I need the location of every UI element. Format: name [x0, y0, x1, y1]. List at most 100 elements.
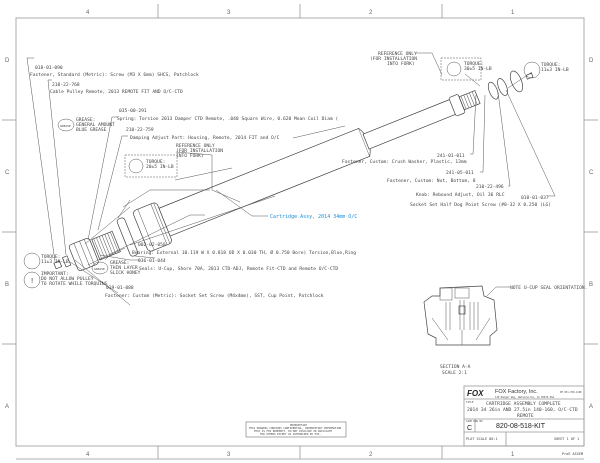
title-block: FOX FOX Factory, Inc. 130 Hangar Way, Wa… — [463, 385, 585, 456]
svg-text:IMPORTANT:: IMPORTANT: — [41, 271, 69, 277]
svg-text:130 Hangar Way, Watsonville, C: 130 Hangar Way, Watsonville, CA 95076 US… — [495, 396, 555, 399]
callout-018-01-037: 018-01-037 Socket Set Half Dog Point Scr… — [410, 195, 551, 208]
svg-text:2014 34 26in AND 27.5in 140-16: 2014 34 26in AND 27.5in 140-160, O/C-CTD — [467, 407, 578, 413]
part-description: Seals: U-Cup, Shore 70A, 2013 CTD-ADJ, R… — [139, 266, 338, 272]
part-description: Fastener: Custom (Metric): Socket Set Sc… — [105, 293, 324, 299]
crush-washer-part — [487, 81, 499, 100]
callout-210-22-768: 210-22-768 Cable Pulley Remote, 2013 REM… — [50, 82, 183, 95]
svg-text:TORQUE:: TORQUE: — [146, 159, 165, 165]
drawing-frame: 4 3 2 1 4 3 2 1 D C B A D C B A — [2, 4, 598, 460]
svg-text:TO ROTATE WHILE TORQUING: TO ROTATE WHILE TORQUING — [41, 281, 108, 287]
row-label: B — [5, 282, 9, 288]
part-description: Fastener, Custom: Crush Washer, Plastic,… — [342, 159, 467, 165]
part-number: 210-22-496 — [476, 184, 504, 190]
torque-note-left: TORQUE: 11±3 IN-LB — [23, 252, 69, 270]
svg-text:TORQUE:: TORQUE: — [541, 62, 560, 68]
column-label: 4 — [86, 10, 90, 16]
row-label: D — [5, 58, 10, 64]
svg-text:SHEET 1 OF 1: SHEET 1 OF 1 — [554, 437, 579, 441]
row-label: A — [5, 404, 9, 410]
column-label: 2 — [369, 10, 373, 16]
callout-018-01-090: 018-01-090 Fastener, Standard (Metric): … — [30, 65, 199, 78]
svg-text:PH 831-768-1100: PH 831-768-1100 — [560, 391, 582, 394]
torque-wrench-icon — [128, 158, 144, 174]
drawing-title: CARTRIDGE ASSEMBLY COMPLETE — [486, 401, 561, 407]
svg-text:INTO FORK): INTO FORK) — [176, 153, 204, 159]
svg-text:PROPRIETARY: PROPRIETARY — [290, 423, 308, 427]
row-label: B — [589, 282, 593, 288]
svg-text:20±5 IN-LB: 20±5 IN-LB — [146, 164, 174, 170]
set-screw-part — [61, 255, 72, 268]
svg-text:GREASE: GREASE — [94, 267, 105, 271]
part-number: 036-01-044 — [138, 258, 166, 264]
svg-text:ProE ASSEM: ProE ASSEM — [562, 452, 583, 456]
grease-icon — [91, 261, 109, 275]
callout-036-01-044: 036-01-044 Seals: U-Cup, Shore 70A, 2013… — [138, 258, 338, 272]
part-description: Fastener, Standard (Metric): Screw (M3 X… — [30, 72, 199, 78]
svg-text:GREASE: GREASE — [60, 124, 71, 128]
svg-text:GREASE:: GREASE: — [76, 117, 95, 123]
bearing-part — [116, 217, 139, 257]
grease-note-thin: GREASE GREASE: THIN LAYER SLICK HONEY — [91, 260, 141, 276]
svg-text:THIN LAYER: THIN LAYER — [110, 265, 138, 271]
part-description: Bearing: External 10.119 W X 0.818 OD X … — [132, 249, 356, 256]
ucup-note: NOTE U-CUP SEAL ORIENTATION. — [510, 285, 587, 291]
svg-text:(FOR INSTALLATION: (FOR INSTALLATION — [370, 56, 417, 62]
callout-210-22-496: 210-22-496 Knob: Rebound Adjust, Oil 36 … — [416, 184, 505, 198]
torque-note-right: TORQUE: 11±3 IN-LB — [523, 61, 569, 79]
part-number: 241-05-011 — [446, 170, 474, 176]
part-description: Socket Set Half Dog Point Screw (#8-32 X… — [410, 202, 551, 208]
company-name: FOX Factory, Inc. — [495, 389, 538, 395]
torque-wrench-icon — [446, 61, 462, 77]
callout-241-05-011: 241-05-011 Fastener, Custom: Nut, Bottom… — [387, 170, 476, 184]
part-number: 019-01-088 — [106, 285, 134, 291]
svg-text:(FOR INSTALLATION: (FOR INSTALLATION — [176, 148, 223, 154]
svg-text:FOR OTHERS EXCEPT AS AUTHORIZE: FOR OTHERS EXCEPT AS AUTHORIZED BY FOX. — [260, 432, 321, 436]
section-view-a-a: NOTE U-CUP SEAL ORIENTATION. SECTION A-A… — [423, 285, 587, 376]
svg-text:TORQUE:: TORQUE: — [464, 61, 483, 67]
svg-text:GREASE:: GREASE: — [110, 260, 129, 266]
svg-text:TITLE: TITLE — [466, 400, 474, 404]
part-number: 002-02-050 — [138, 242, 166, 248]
svg-text:REFERENCE ONLY: REFERENCE ONLY — [378, 51, 417, 57]
callout-241-01-011: 241-01-011 Fastener, Custom: Crush Washe… — [342, 153, 467, 165]
part-number: 018-01-090 — [35, 65, 63, 71]
grease-note-general: GREASE GREASE: GENERAL AMOUNT BLUE GREAS… — [57, 117, 115, 133]
svg-text:INTO FORK): INTO FORK) — [387, 61, 415, 67]
column-label: 3 — [227, 452, 231, 458]
row-label: D — [589, 58, 594, 64]
important-note: ! IMPORTANT: DO NOT ALLOW PULLEY TO ROTA… — [23, 271, 108, 289]
svg-text:REMOTE: REMOTE — [517, 413, 534, 419]
warning-icon — [23, 271, 41, 289]
svg-text:!: ! — [30, 277, 34, 285]
column-label: 2 — [369, 452, 373, 458]
svg-text:THAT IS FOX PROPERTY. DO NOT: THAT IS FOX PROPERTY. DO NOT DISCLOSE OR… — [254, 429, 333, 433]
part-description: Damping Adjust Part: Housing, Remote, 20… — [130, 135, 280, 141]
torque-wrench-icon — [23, 252, 41, 270]
svg-text:REFERENCE ONLY: REFERENCE ONLY — [176, 143, 215, 149]
column-label: 1 — [511, 452, 515, 458]
proprietary-notice: PROPRIETARY THIS DRAWING CONTAINS CONFID… — [245, 421, 347, 438]
callout-035-00-291: 035-00-291 Spring: Torsion 2013 Damper C… — [117, 108, 338, 122]
callout-019-01-088: 019-01-088 Fastener: Custom (Metric): So… — [105, 285, 324, 299]
part-description: Knob: Rebound Adjust, Oil 36 RLC — [416, 192, 505, 198]
leader-lines — [26, 52, 556, 306]
part-number: 035-00-291 — [119, 108, 147, 114]
column-label: 1 — [511, 10, 515, 16]
row-label: C — [589, 170, 594, 176]
reference-note-top: REFERENCE ONLY (FOR INSTALLATION INTO FO… — [370, 51, 492, 81]
callout-210-22-759: 210-22-759 Damping Adjust Part: Housing,… — [126, 127, 280, 141]
reference-note-mid: REFERENCE ONLY (FOR INSTALLATION INTO FO… — [124, 143, 223, 178]
fox-logo: FOX — [467, 389, 484, 398]
part-number: 210-22-768 — [52, 82, 80, 88]
svg-text:11±3 IN-LB: 11±3 IN-LB — [541, 67, 569, 73]
part-description: Cable Pulley Remote, 2013 REMOTE FIT AND… — [50, 89, 183, 95]
svg-text:11±3 IN-LB: 11±3 IN-LB — [41, 259, 69, 265]
column-label: 4 — [86, 452, 90, 458]
screw-part — [53, 260, 63, 270]
svg-text:SIZE DWG NO: SIZE DWG NO — [466, 419, 483, 423]
svg-text:GENERAL AMOUNT: GENERAL AMOUNT — [76, 122, 115, 128]
svg-text:PLOT SCALE 80:1: PLOT SCALE 80:1 — [466, 437, 498, 441]
cartridge-label: Cartridge Assy, 2014 34mm O/C — [270, 214, 357, 220]
